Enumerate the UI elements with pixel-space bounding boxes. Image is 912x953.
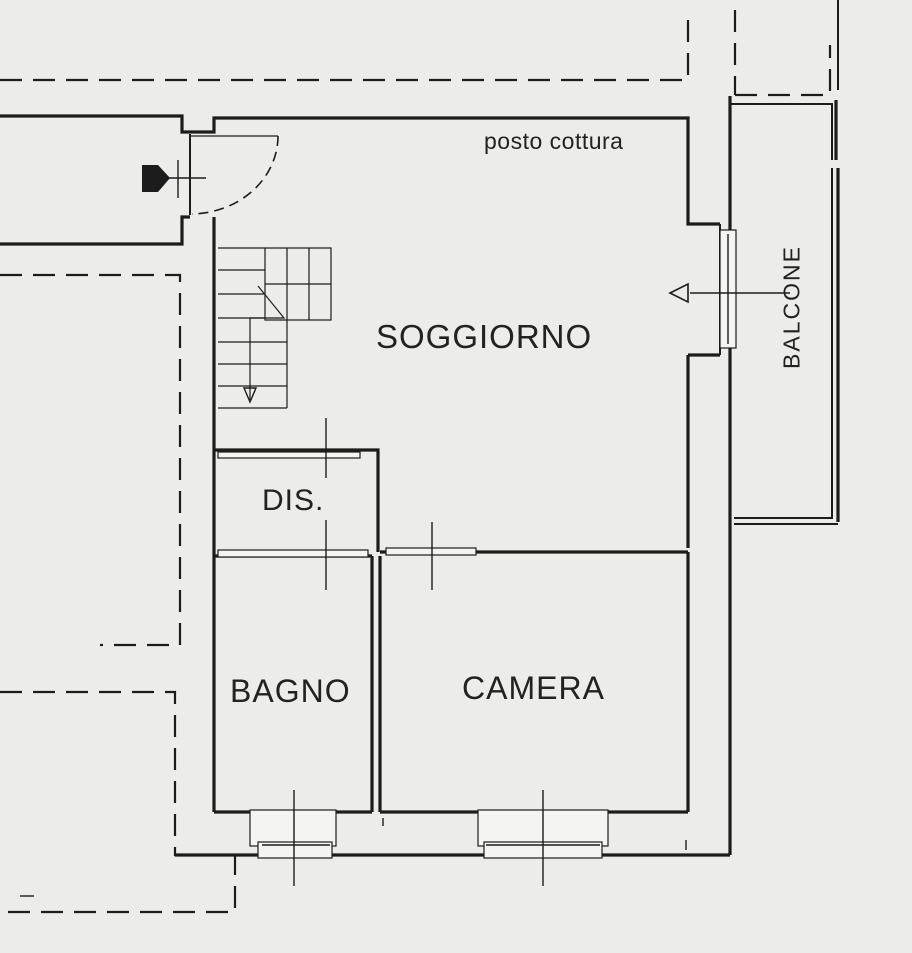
staircase — [218, 247, 332, 409]
balcony-access-arrow-icon — [668, 282, 689, 304]
room-label-camera: CAMERA — [462, 670, 605, 706]
balcony — [730, 0, 840, 525]
room-label-dis: DIS. — [262, 484, 325, 517]
adjacent-units-outline — [0, 10, 832, 914]
balcony-door — [668, 229, 790, 349]
windows — [249, 790, 609, 886]
doors — [217, 418, 477, 590]
room-label-balcone: BALCONE — [778, 245, 805, 369]
room-label-posto-cottura: posto cottura — [484, 128, 624, 154]
room-label-bagno: BAGNO — [230, 673, 351, 709]
stair-direction-arrow-icon — [242, 387, 258, 404]
exterior-walls — [175, 96, 732, 857]
entrance-arrow-icon — [142, 165, 170, 192]
entrance-door — [142, 134, 279, 215]
corner-marks — [20, 818, 687, 897]
room-label-soggiorno: SOGGIORNO — [376, 318, 593, 355]
neighbour-walls — [0, 114, 190, 246]
